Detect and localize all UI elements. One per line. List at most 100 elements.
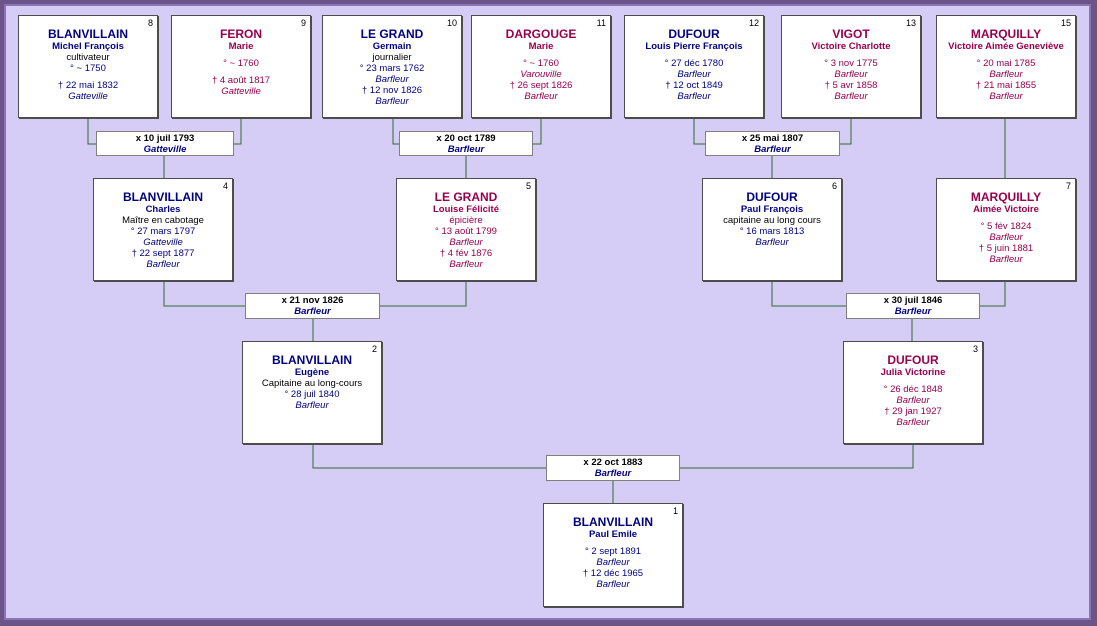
person-given-names: Julia Victorine — [880, 367, 946, 378]
marriage-place: Barfleur — [594, 468, 632, 479]
person-detail-line: Capitaine au long-cours — [261, 378, 363, 389]
sosa-number: 9 — [300, 18, 306, 28]
person-detail-line: † 29 jan 1927 — [884, 406, 942, 417]
person-detail-line: ° 27 déc 1780 — [664, 58, 724, 69]
person-given-names: Victoire Aimée Geneviève — [948, 41, 1064, 52]
person-given-names: Louis Pierre François — [645, 41, 743, 52]
person-surname: MARQUILLY — [970, 27, 1042, 41]
marriage-10-11: x 20 oct 1789 Barfleur — [399, 131, 533, 156]
person-detail-line: † 26 sept 1826 — [509, 80, 573, 91]
person-detail-line: journalier — [372, 52, 412, 63]
sosa-number: 11 — [596, 18, 606, 28]
person-detail-line: Barfleur — [295, 400, 329, 411]
person-surname: VIGOT — [832, 27, 870, 41]
person-given-names: Victoire Charlotte — [811, 41, 891, 52]
marriage-place: Barfleur — [754, 144, 791, 155]
person-surname: BLANVILLAIN — [272, 353, 352, 367]
person-given-names: Louise Félicité — [433, 204, 499, 215]
person-detail-line: † 22 sept 1877 — [131, 248, 195, 259]
person-surname: BLANVILLAIN — [123, 190, 203, 204]
marriage-6-7: x 30 juil 1846 Barfleur — [846, 293, 980, 319]
person-detail-line: Barfleur — [755, 237, 789, 248]
person-detail-line: épicière — [449, 215, 483, 226]
person-detail-line: Maître en cabotage — [122, 215, 204, 226]
person-surname: MARQUILLY — [970, 190, 1042, 204]
sosa-number: 3 — [972, 344, 978, 354]
person-detail-line: cultivateur — [66, 52, 110, 63]
person-detail-line: † 12 oct 1849 — [665, 80, 723, 91]
sosa-number: 4 — [222, 181, 228, 191]
person-detail-line: ° 3 nov 1775 — [824, 58, 878, 69]
marriage-12-13: x 25 mai 1807 Barfleur — [705, 131, 840, 156]
person-detail-line: Varouville — [520, 69, 562, 80]
marriage-date: x 30 juil 1846 — [883, 295, 943, 306]
person-surname: DUFOUR — [668, 27, 720, 41]
person-detail-line: † 12 déc 1965 — [582, 568, 644, 579]
sosa-number: 10 — [446, 18, 457, 28]
marriage-date: x 22 oct 1883 — [583, 457, 643, 468]
person-surname: DUFOUR — [746, 190, 798, 204]
person-detail-line: † 22 mai 1832 — [57, 80, 119, 91]
marriage-place: Gatteville — [143, 144, 187, 155]
person-surname: DUFOUR — [887, 353, 939, 367]
person-detail-line: Barfleur — [677, 69, 711, 80]
person-given-names: Charles — [145, 204, 181, 215]
marriage-4-5: x 21 nov 1826 Barfleur — [245, 293, 380, 319]
person-detail-line: Barfleur — [989, 69, 1023, 80]
person-detail-line: Barfleur — [677, 91, 711, 102]
marriage-date: x 21 nov 1826 — [281, 295, 344, 306]
marriage-place: Barfleur — [447, 144, 485, 155]
person-detail-line: ° 2 sept 1891 — [584, 546, 642, 557]
sosa-number: 2 — [371, 344, 377, 354]
person-given-names: Michel François — [52, 41, 124, 52]
person-detail-line: † 4 fév 1876 — [439, 248, 493, 259]
person-detail-line: † 12 nov 1826 — [361, 85, 423, 96]
person-given-names: Marie — [528, 41, 554, 52]
sosa-number: 15 — [1060, 18, 1071, 28]
person-detail-line: Barfleur — [989, 232, 1023, 243]
person-surname: FERON — [220, 27, 262, 41]
person-surname: BLANVILLAIN — [48, 27, 128, 41]
person-detail-line: Barfleur — [375, 74, 409, 85]
marriage-place: Barfleur — [894, 306, 932, 317]
person-surname: LE GRAND — [360, 27, 424, 41]
person-detail-line: ° 27 mars 1797 — [130, 226, 196, 237]
person-detail-line: † 5 avr 1858 — [824, 80, 878, 91]
person-detail-line: ° 23 mars 1762 — [359, 63, 425, 74]
person-detail-line: ° ~ 1760 — [223, 58, 259, 69]
person-given-names: Aimée Victoire — [973, 204, 1039, 215]
person-detail-line: Barfleur — [896, 417, 930, 428]
person-detail-line: ° 5 fév 1824 — [980, 221, 1032, 232]
sosa-number: 5 — [525, 181, 531, 191]
person-given-names: Paul François — [740, 204, 804, 215]
sosa-number: 12 — [748, 18, 759, 28]
person-given-names: Eugène — [294, 367, 330, 378]
person-detail-line: Barfleur — [989, 254, 1023, 265]
marriage-date: x 10 juil 1793 — [135, 133, 195, 144]
person-detail-line: ° 16 mars 1813 — [739, 226, 805, 237]
sosa-number: 6 — [831, 181, 837, 191]
marriage-2-3: x 22 oct 1883 Barfleur — [546, 455, 680, 481]
person-detail-line: ° 28 juil 1840 — [284, 389, 340, 400]
person-detail-line: † 21 mai 1855 — [975, 80, 1037, 91]
sosa-number: 13 — [905, 18, 916, 28]
person-given-names: Germain — [372, 41, 412, 52]
person-detail-line: Barfleur — [989, 91, 1023, 102]
sosa-number: 7 — [1065, 181, 1071, 191]
person-detail-line: capitaine au long cours — [723, 215, 821, 226]
marriage-8-9: x 10 juil 1793 Gatteville — [96, 131, 234, 156]
